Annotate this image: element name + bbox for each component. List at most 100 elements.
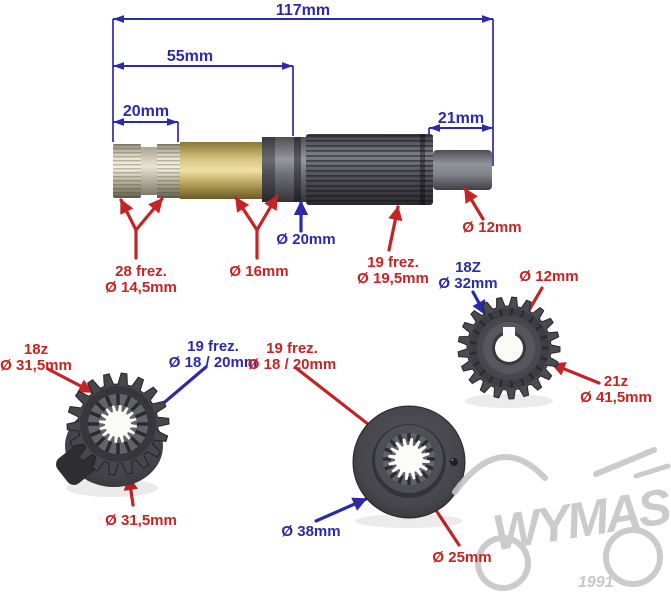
dim-20-label: 20mm [122,103,170,120]
spline-tick [123,440,132,453]
shaft-end-stub [433,150,492,190]
callout-arrow [314,497,368,523]
callout-washer-spline: 19 frez. Ø 18 / 20mm [248,341,336,373]
spline-tick [104,440,113,453]
callout-gear-21z: 21z Ø 41,5mm [580,374,652,406]
spline-tick [487,375,494,384]
callout-line: 19 frez. [187,338,239,355]
dim-55-label: 55mm [166,48,214,65]
spline-tick [478,369,486,377]
spline-tick [469,351,477,356]
washer-spline-bore [388,438,430,480]
spline-tick [487,312,494,321]
spline-tick [130,436,141,447]
spline-tick [420,439,429,448]
dim-arrowhead [429,124,440,132]
spline-tick [389,439,398,448]
callout-line: 19 frez. [367,254,419,271]
ratchet-washer [352,405,466,528]
spline-tick [424,447,434,454]
callout-19-splines: 19 frez. Ø 19,5mm [357,255,429,287]
gear-bore [495,334,523,362]
spline-tick [397,474,404,484]
dim-arrowhead [282,62,293,70]
washer-shadow [355,514,463,528]
spline-tick [397,434,404,444]
callout-arrow [255,194,279,232]
shaft-spline-texture-2 [157,144,180,198]
spline-tick [478,319,486,327]
washer-hole-highlight [451,459,454,461]
shaft-spline-texture-1 [113,144,141,198]
dim-arrowhead [113,15,124,23]
spline-tick [498,379,503,388]
spline-tick [89,429,102,438]
callout-line: Ø 18 / 20mm [247,356,337,373]
gear-shadow [465,394,553,408]
dim-117-label: 117mm [275,2,331,19]
callout-line: Ø 18 / 20mm [168,354,258,371]
dim-arrowhead [482,124,493,132]
callout-gear-18z: 18Z Ø 32mm [438,260,497,292]
spline-tick [510,380,514,388]
pinion-shadow [66,479,158,497]
shaft-groove [294,137,301,202]
watermark-brand: WYMAS [489,478,671,561]
callout-line: Ø 14,5mm [105,279,177,296]
callout-16mm: Ø 16mm [229,263,289,280]
dimension-lines [112,15,494,166]
callout-28-splines: 28 frez. Ø 14,5mm [105,264,177,296]
callout-line: 18z [23,341,49,358]
dim-21-label: 21mm [437,110,485,127]
callout-arrow [463,187,485,221]
spline-tick [519,310,525,318]
spline-tick [95,436,106,447]
dim-arrowhead [167,118,178,126]
spline-tick [89,410,102,419]
callout-washer-hub: Ø 25mm [432,549,492,566]
callout-arrow [234,196,259,232]
callout-arrow [134,197,164,232]
spline-tick [540,335,548,340]
spline-tick [414,474,421,484]
spline-tick [389,470,398,479]
spline-tick [472,361,480,367]
shaft-spline-groove [420,134,425,205]
spline-tick [528,315,535,323]
callout-arrow [471,290,487,316]
spline-tick [384,447,394,454]
callout-arrow [550,362,601,385]
shaft-photo [113,134,492,205]
callout-line: 19 frez. [266,340,318,357]
watermark-wheel-left [475,535,531,591]
callout-pinion-18z: 18z Ø 31,5mm [0,342,72,374]
callout-line: 21z [603,373,629,390]
callout-line: Ø 41,5mm [580,389,652,406]
spline-tick [414,434,421,444]
spline-tick [498,308,503,317]
shaft-spline-section-texture [306,134,433,205]
dim-arrowhead [113,118,124,126]
watermark-accent-1 [593,447,657,477]
spline-tick [130,401,141,412]
spline-tick [510,308,514,316]
dim-arrowhead [482,15,493,23]
spline-tick [134,410,147,419]
watermark-accent-2 [633,463,671,479]
spline-tick [469,340,477,345]
washer-side-hole [450,458,458,466]
callout-arrow [46,367,94,394]
callout-line: 18Z [455,259,481,276]
callout-arrow [387,205,403,252]
spline-tick [104,395,113,408]
spline-tick [528,373,535,381]
spline-tick [424,464,434,471]
shaft-polished-neck [141,147,157,195]
spline-tick [472,329,480,335]
callout-line: Ø 31,5mm [0,357,72,374]
gear-21-teeth [457,296,561,408]
spline-tick [384,464,394,471]
spline-tick [95,401,106,412]
callout-20mm: Ø 20mm [276,231,336,248]
